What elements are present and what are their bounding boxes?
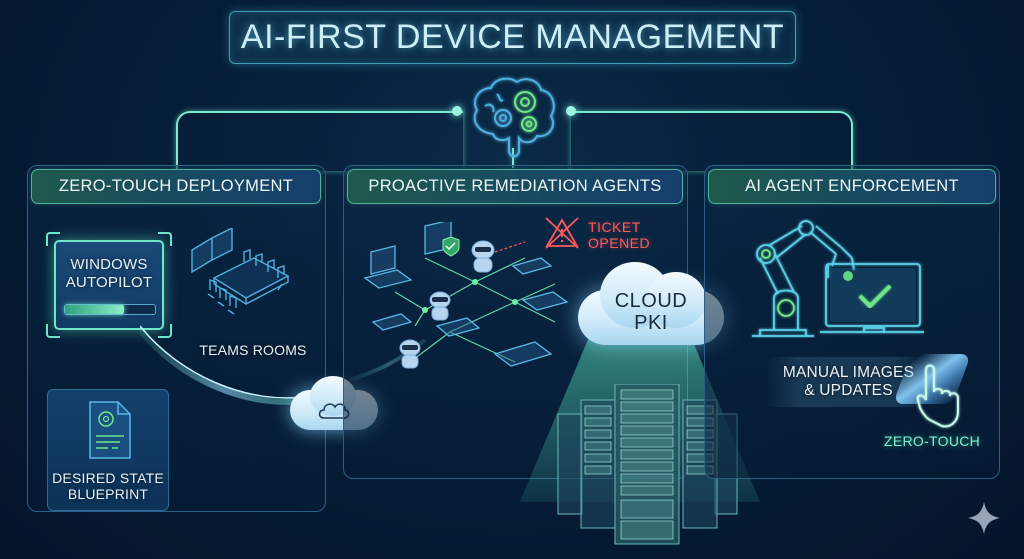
- connector-node-right: [566, 106, 576, 116]
- desired-state-blueprint-card: DESIRED STATE BLUEPRINT: [47, 389, 169, 511]
- page-title: AI-FIRST DEVICE MANAGEMENT: [240, 18, 785, 56]
- manual-images-label: MANUAL IMAGES & UPDATES: [782, 364, 915, 399]
- robot-arm-laptop-icon: [744, 218, 926, 338]
- panel-header-zero-touch-deployment: ZERO-TOUCH DEPLOYMENT: [31, 169, 321, 204]
- device-network-diagram: [355, 219, 595, 382]
- teams-rooms-label: TEAMS ROOMS: [199, 342, 307, 358]
- ticket-cancelled-icon: [543, 216, 581, 250]
- autopilot-frame: WINDOWS AUTOPILOT: [46, 232, 172, 338]
- document-gear-icon: [88, 400, 132, 460]
- blueprint-label-line2: BLUEPRINT: [67, 486, 149, 502]
- title-banner: AI-FIRST DEVICE MANAGEMENT: [229, 11, 796, 64]
- sparkle-icon: [966, 500, 1002, 536]
- pointing-hand-icon: [916, 360, 976, 430]
- windows-autopilot-card: WINDOWS AUTOPILOT: [54, 240, 164, 330]
- panel-header-proactive-remediation-agents: PROACTIVE REMEDIATION AGENTS: [347, 169, 683, 204]
- panel-ai-agent-enforcement: [704, 165, 1000, 479]
- conference-room-icon: [184, 226, 294, 328]
- connector-node-left: [452, 106, 462, 116]
- connector-left: [176, 111, 463, 171]
- zero-touch-label: ZERO-TOUCH: [884, 433, 981, 449]
- server-racks-icon: [555, 383, 740, 559]
- brain-gears-icon: [463, 72, 563, 162]
- autopilot-label-line2: AUTOPILOT: [65, 274, 153, 291]
- autopilot-label-line1: WINDOWS: [70, 256, 148, 273]
- autopilot-progress-bar: [64, 304, 156, 315]
- autopilot-progress-fill: [65, 305, 124, 314]
- connector-center: [512, 148, 514, 168]
- cloud-pki-label: CLOUD PKI: [614, 290, 688, 334]
- connector-right: [571, 111, 853, 171]
- blueprint-label-line1: DESIRED STATE: [52, 470, 164, 486]
- panel-header-ai-agent-enforcement: AI AGENT ENFORCEMENT: [708, 169, 996, 204]
- ticket-opened-label: TICKET OPENED: [588, 219, 651, 251]
